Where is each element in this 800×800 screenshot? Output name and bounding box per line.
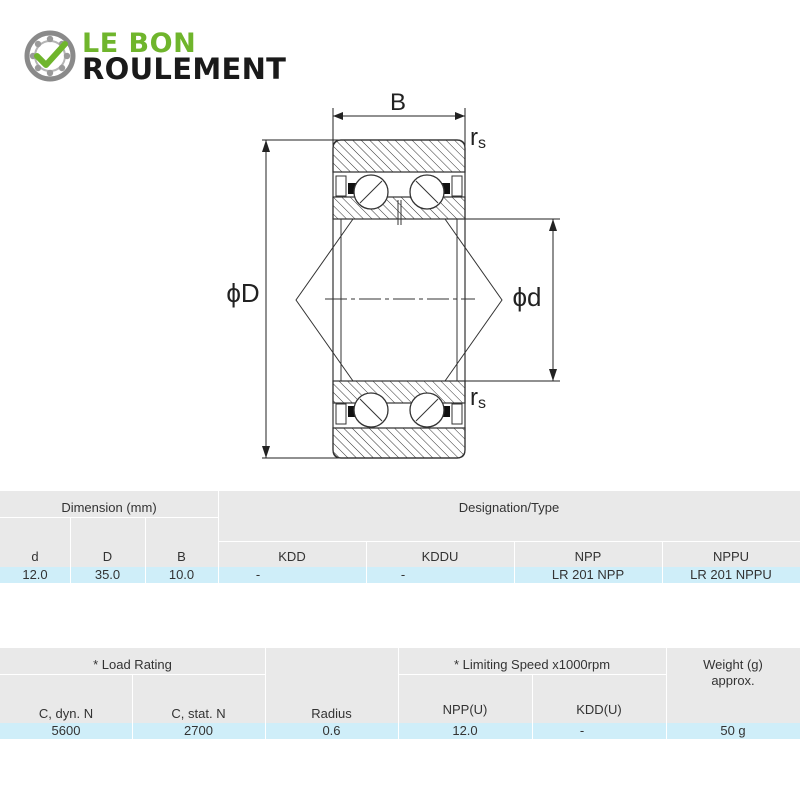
- col-kddu-speed-header: KDD(U): [576, 702, 622, 717]
- bore-label: ϕd: [512, 282, 541, 312]
- bearing-check-icon: [24, 30, 76, 82]
- brand-line2: ROULEMENT: [82, 52, 287, 86]
- group-dimension-header: Dimension (mm): [61, 500, 157, 515]
- col-B-header: B: [177, 549, 186, 564]
- col-cdyn-header: C, dyn. N: [38, 706, 94, 721]
- col-kdd-header: KDD: [278, 549, 306, 564]
- group-designation-header: Designation/Type: [458, 500, 560, 515]
- col-d-header: d: [31, 549, 39, 564]
- col-nppu-speed-header: NPP(U): [442, 702, 488, 717]
- col-cstat-header: C, stat. N: [171, 706, 226, 721]
- weight-header: Weight (g): [703, 657, 763, 672]
- table-row: 12.0 35.0 10.0 - - LR 201 NPP LR 201 NPP…: [0, 567, 800, 583]
- col-D-header: D: [102, 549, 113, 564]
- col-kddu-header: KDDU: [421, 549, 459, 564]
- outer-diameter-label: ϕD: [226, 278, 259, 308]
- dimension-designation-table: Dimension (mm) Designation/Type d D B KD…: [0, 491, 800, 583]
- bearing-cross-section-drawing: B rs rs ϕD ϕd: [226, 89, 560, 459]
- brand-line1: LE BON: [82, 28, 197, 59]
- col-npp-header: NPP: [574, 549, 602, 564]
- table-row: 5600 2700 0.6 12.0 - 50 g: [0, 723, 800, 739]
- load-speed-table: * Load Rating * Limiting Speed x1000rpm …: [0, 648, 800, 739]
- group-load-header: * Load Rating: [93, 657, 172, 672]
- weight-subheader: approx.: [711, 673, 755, 688]
- radius-label-top: rs: [470, 124, 486, 152]
- col-nppu-header: NPPU: [712, 549, 750, 564]
- brand-logo: LE BON ROULEMENT: [24, 28, 304, 84]
- width-label: B: [390, 89, 406, 116]
- col-radius-header: Radius: [311, 706, 352, 721]
- radius-label-bottom: rs: [470, 384, 486, 412]
- group-speed-header: * Limiting Speed x1000rpm: [453, 657, 611, 672]
